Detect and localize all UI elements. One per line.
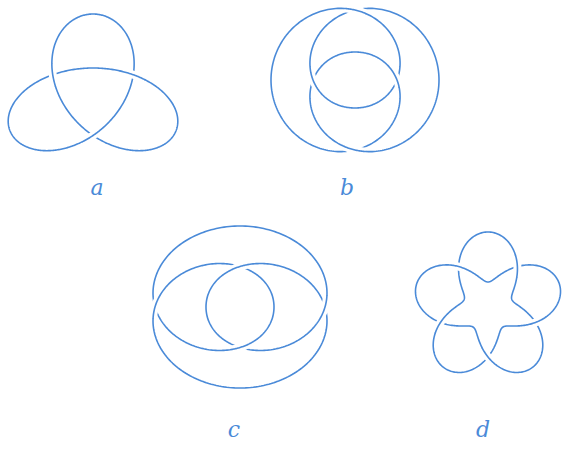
knot-strand <box>271 8 439 151</box>
over-strand <box>232 345 248 350</box>
crossing-gap <box>515 255 517 277</box>
over-strand <box>83 128 103 142</box>
over-strand <box>344 147 366 152</box>
over-strand <box>311 73 316 86</box>
crossing-gap <box>321 296 327 317</box>
over-strand <box>232 265 248 270</box>
crossing-gap <box>232 345 248 350</box>
over-strand <box>482 348 496 365</box>
crossing-gap <box>482 348 496 365</box>
over-strand <box>121 71 145 79</box>
crossing-gap <box>447 265 468 271</box>
knot-strand <box>153 226 327 388</box>
crossing-gap <box>344 8 366 13</box>
over-strand <box>52 64 55 86</box>
crossing-gap <box>153 297 159 318</box>
crossing-gap <box>121 71 145 79</box>
cinquefoil-knot <box>415 232 560 372</box>
crossing-gap <box>435 314 447 332</box>
over-strand <box>447 265 468 271</box>
over-strand <box>344 8 366 13</box>
crossing-gap <box>232 265 248 270</box>
knot-letter: b <box>340 177 354 199</box>
knot-letter: a <box>90 177 103 199</box>
crossing-gap <box>344 147 366 152</box>
figure-eight-knot <box>271 8 439 151</box>
over-strand <box>435 314 447 332</box>
knot-letter: d <box>476 419 490 441</box>
knot-letter: c <box>228 419 240 441</box>
knot-strand <box>415 232 560 372</box>
over-strand <box>525 317 545 325</box>
knot-strand <box>8 14 178 151</box>
crossing-gap <box>525 317 545 325</box>
over-strand <box>153 297 159 318</box>
over-strand <box>394 74 399 87</box>
over-strand <box>515 255 517 277</box>
figure-eight-knot <box>153 226 327 388</box>
crossing-gap <box>83 128 103 142</box>
over-strand <box>321 296 327 317</box>
trefoil-knot <box>8 14 178 151</box>
crossing-gap <box>52 64 55 86</box>
crossing-gap <box>394 74 399 87</box>
crossing-gap <box>311 73 316 86</box>
